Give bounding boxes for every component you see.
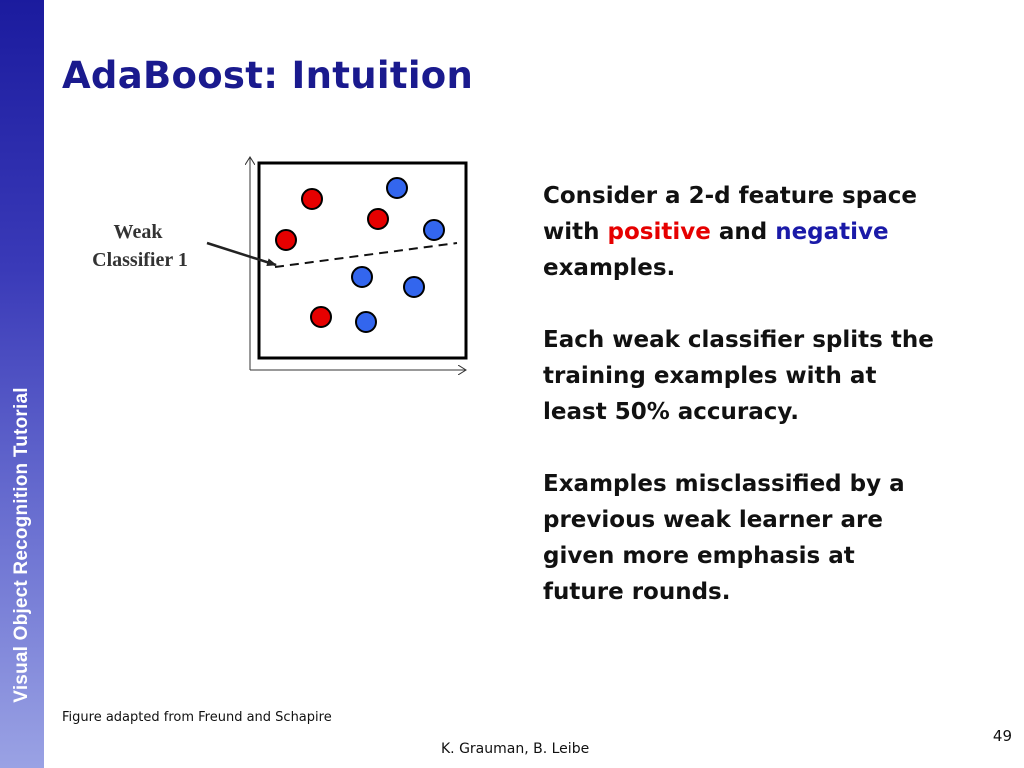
- positive-word: positive: [607, 219, 711, 245]
- positive-example-point: [367, 208, 389, 230]
- negative-example-point: [355, 311, 377, 333]
- weak-classifier-figure: Weak Classifier 1: [60, 140, 490, 400]
- paragraph-weak-classifier: Each weak classifier splits the training…: [543, 327, 934, 425]
- positive-example-point: [275, 229, 297, 251]
- negative-example-point: [423, 219, 445, 241]
- weak-label-line1: Weak: [114, 221, 164, 243]
- text-fragment: and: [710, 219, 776, 245]
- page-number: 49: [992, 727, 1012, 745]
- negative-example-point: [403, 276, 425, 298]
- paragraph-misclassified: Examples misclassified by a previous wea…: [543, 471, 905, 605]
- sidebar-tutorial-title: Visual Object Recognition Tutorial: [11, 387, 32, 703]
- label-pointer-arrow: [206, 241, 277, 267]
- positive-example-point: [301, 188, 323, 210]
- negative-word: negative: [775, 219, 889, 245]
- sidebar-band: Visual Object Recognition Tutorial: [0, 0, 44, 768]
- explanation-text: Consider a 2-d feature space with positi…: [543, 178, 943, 646]
- slide-title: AdaBoost: Intuition: [62, 54, 474, 97]
- weak-label-line2: Classifier 1: [92, 249, 188, 271]
- figure-credit: Figure adapted from Freund and Schapire: [62, 710, 332, 725]
- negative-example-point: [351, 266, 373, 288]
- feature-space-diagram: Weak Classifier 1: [92, 140, 468, 400]
- examples-layer: [275, 177, 445, 333]
- negative-example-point: [386, 177, 408, 199]
- positive-example-point: [310, 306, 332, 328]
- paragraph-feature-space: Consider a 2-d feature space with positi…: [543, 178, 943, 286]
- text-fragment: examples.: [543, 255, 676, 281]
- slide-authors: K. Grauman, B. Leibe: [441, 741, 590, 757]
- text-fragment: Consider a 2-d feature space with: [543, 183, 917, 245]
- weak-classifier-boundary: [274, 242, 458, 268]
